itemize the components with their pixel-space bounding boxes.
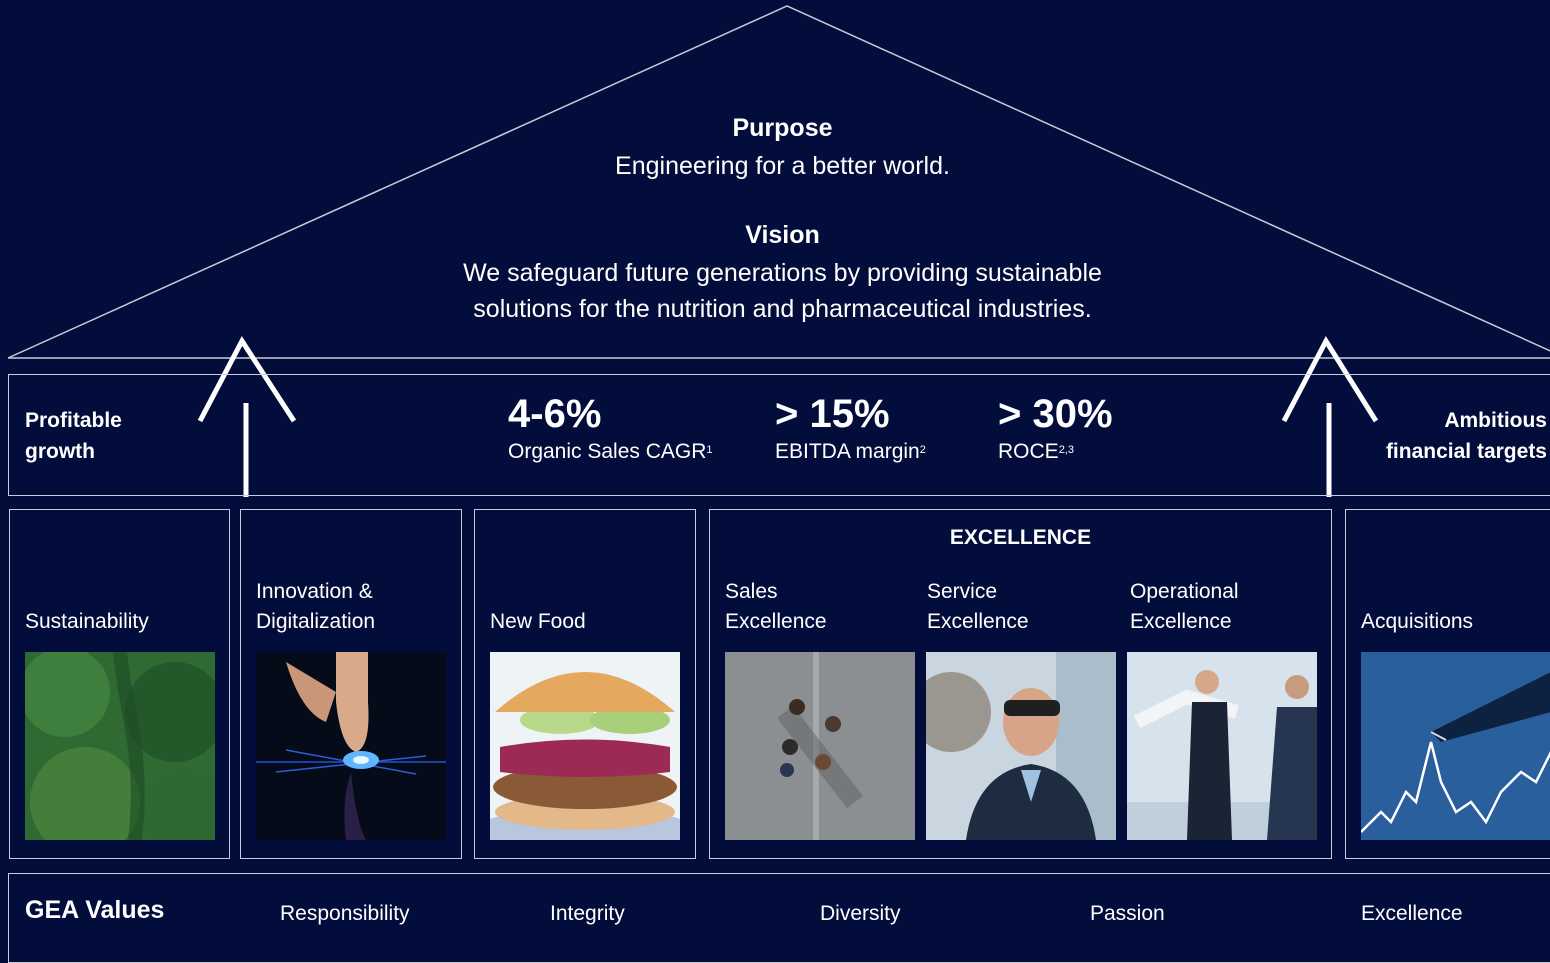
purpose-title: Purpose (732, 114, 833, 142)
growth-arrow-right-icon (1281, 335, 1379, 497)
kpi-label: EBITDA margin (775, 440, 920, 463)
growth-arrow-left-icon (197, 336, 297, 497)
kpi-value: > 30% (998, 392, 1113, 436)
pillar-innovation (240, 509, 462, 859)
targets-band (8, 374, 1550, 496)
kpi-ebitda-margin: > 15% EBITDA margin2 (775, 392, 926, 466)
operational-excellence-label: Operational Excellence (1130, 580, 1239, 633)
value-item: Excellence (1361, 902, 1463, 925)
service-excellence-label: Service Excellence (927, 580, 1029, 633)
pillar-new-food-label: New Food (490, 610, 586, 633)
kpi-value: 4-6% (508, 392, 602, 436)
kpi-footnote: 1 (706, 444, 713, 456)
forest-image (25, 652, 215, 840)
touch-interface-image (256, 652, 446, 840)
pillar-acquisitions-label: Acquisitions (1361, 610, 1474, 633)
values-title: GEA Values (25, 896, 165, 924)
ar-headset-image (926, 652, 1116, 840)
pillar-sustainability (9, 509, 230, 859)
pillar-new-food (474, 509, 696, 859)
kpi-roce: > 30% ROCE2,3 (998, 392, 1113, 466)
robot-operator-image (1127, 652, 1317, 840)
value-item: Integrity (550, 902, 625, 925)
vision-line-1: We safeguard future generations by provi… (463, 259, 1102, 287)
kpi-footnote: 2 (919, 444, 926, 456)
kpi-label: Organic Sales CAGR (508, 440, 707, 463)
vision-title: Vision (745, 221, 820, 249)
purpose-text: Engineering for a better world. (615, 152, 950, 180)
handshake-image (725, 652, 915, 840)
sales-excellence-label: Sales Excellence (725, 580, 827, 633)
profitable-growth-label: Profitable growth (25, 409, 122, 463)
value-item: Responsibility (280, 902, 410, 925)
ambitious-targets-label: Ambitious financial targets (1385, 409, 1547, 463)
stock-chart-image (1361, 652, 1550, 840)
pillar-innovation-label: Innovation & Digitalization (256, 580, 376, 633)
vision-line-2: solutions for the nutrition and pharmace… (473, 295, 1092, 323)
value-item: Diversity (820, 902, 901, 925)
kpi-footnote: 2,3 (1058, 444, 1074, 456)
kpi-sales-cagr: 4-6% Organic Sales CAGR1 (508, 392, 713, 466)
pillar-excellence (709, 509, 1332, 859)
pillar-sustainability-label: Sustainability (25, 610, 149, 633)
kpi-label: ROCE (998, 440, 1059, 463)
kpi-value: > 15% (775, 392, 890, 436)
pillar-acquisitions (1345, 509, 1550, 859)
value-item: Passion (1090, 902, 1165, 925)
values-band (8, 873, 1550, 963)
burger-image (490, 652, 680, 840)
excellence-title: EXCELLENCE (949, 526, 1092, 549)
